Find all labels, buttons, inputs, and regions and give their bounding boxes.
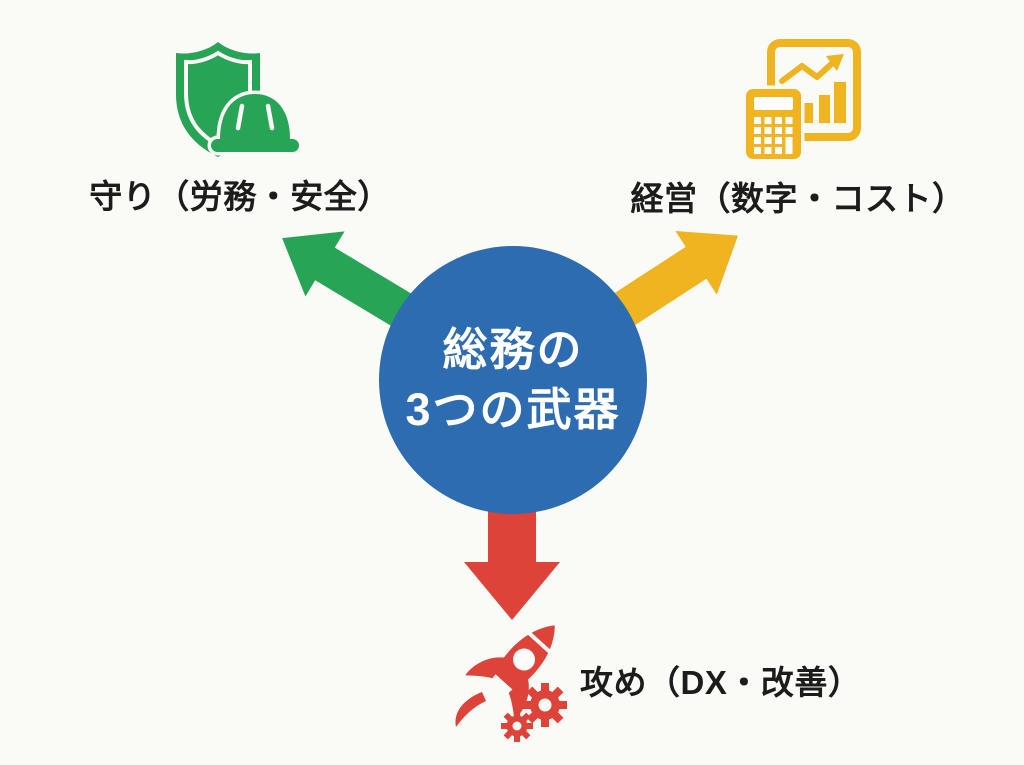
center-title-line1: 総務の: [442, 324, 584, 375]
chart-line: [779, 56, 840, 84]
rocket-window: [513, 648, 536, 671]
gear-large: [523, 683, 567, 727]
rocket-gears-icon: [455, 625, 567, 742]
center-circle: [379, 246, 647, 514]
defense-arrow: [282, 231, 425, 335]
rocket-fin-right: [508, 675, 529, 720]
chart-bar-1: [804, 103, 813, 123]
chart-bar-3: [834, 82, 846, 123]
management-label: 経営（数字・コスト）: [630, 180, 966, 217]
helmet-brim: [211, 139, 299, 152]
defense-label: 守り（労務・安全）: [89, 178, 391, 215]
gear-small: [501, 710, 533, 742]
management-arrow: [597, 230, 738, 336]
center-title: 総務の 3つの武器: [313, 316, 713, 444]
rocket-fin-left: [465, 657, 508, 679]
shield-helmet-icon: [176, 42, 303, 157]
calculator-chart-icon: [742, 39, 861, 163]
rocket-flame: [455, 692, 486, 727]
helmet-grooves: [235, 103, 275, 131]
center-title-line2: 3つの武器: [405, 384, 621, 435]
chart-bar-2: [819, 95, 830, 123]
rocket: [465, 625, 555, 720]
offense-label: 攻め（DX・改善）: [580, 664, 862, 701]
chart-line-arrowhead: [826, 54, 844, 71]
offense-arrow: [464, 500, 560, 620]
calculator-keys: [754, 97, 793, 154]
rocket-nose-gap: [526, 630, 552, 654]
